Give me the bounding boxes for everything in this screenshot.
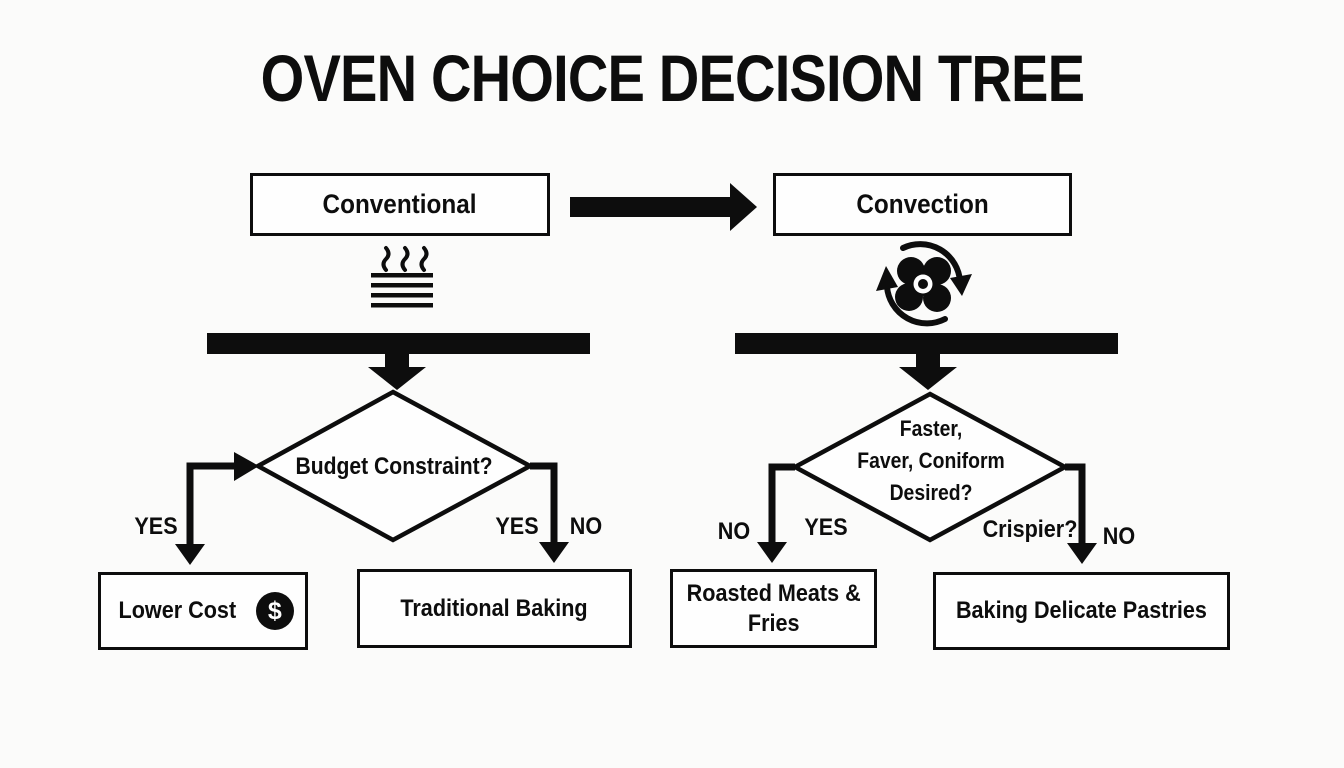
page-title: OVEN CHOICE DECISION TREE — [0, 44, 1344, 112]
conventional-down-arrow-icon — [368, 354, 426, 390]
roasted-meats-label-line2: Fries — [747, 609, 800, 637]
convection-right-no-label: NO — [1102, 523, 1136, 550]
budget-no-label: NO — [569, 513, 603, 540]
lower-cost-label: Lower Cost — [118, 597, 237, 624]
roasted-meats-label-line1: Roasted Meats & — [686, 579, 861, 607]
convection-question-line2: Faver, Coniform — [857, 448, 1005, 473]
node-convection: Convection — [773, 173, 1072, 236]
right-arrow-icon — [570, 183, 757, 231]
connector-convection-yes — [757, 463, 795, 563]
node-convection-label: Convection — [856, 189, 989, 219]
connector-budget-yes — [175, 452, 259, 565]
node-lower-cost: Lower Cost $ — [98, 572, 308, 650]
convection-question-line1: Faster, — [899, 416, 963, 441]
budget-question: Budget Constraint? — [295, 453, 493, 480]
crispier-label: Crispier? — [982, 516, 1078, 543]
page-title-text: OVEN CHOICE DECISION TREE — [260, 41, 1084, 115]
convection-question: Faster, Faver, Coniform Desired? — [847, 413, 1014, 509]
delicate-pastries-label: Baking Delicate Pastries — [956, 597, 1207, 624]
convection-down-arrow-icon — [899, 354, 957, 390]
node-roasted-meats: Roasted Meats & Fries — [670, 569, 877, 648]
node-traditional-baking: Traditional Baking — [357, 569, 632, 648]
dollar-icon: $ — [255, 592, 294, 630]
node-conventional-label: Conventional — [323, 189, 477, 219]
fan-icon — [876, 241, 972, 327]
budget-yes-label: YES — [134, 513, 178, 540]
connector-convection-no — [1065, 463, 1097, 564]
budget-right-yes-label: YES — [495, 513, 539, 540]
convection-decision-diamond — [790, 391, 1070, 543]
convection-branch-bar — [735, 333, 1118, 354]
connector-budget-no — [530, 462, 569, 563]
node-conventional: Conventional — [250, 173, 550, 236]
convection-left-yes-label: YES — [804, 514, 848, 541]
convection-left-no-label: NO — [717, 518, 751, 545]
node-delicate-pastries: Baking Delicate Pastries — [933, 572, 1230, 650]
budget-decision-diamond — [253, 389, 535, 543]
conventional-branch-bar — [207, 333, 590, 354]
convection-question-line3: Desired? — [889, 480, 973, 505]
traditional-baking-label: Traditional Baking — [400, 594, 589, 622]
heat-waves-icon — [371, 246, 433, 308]
